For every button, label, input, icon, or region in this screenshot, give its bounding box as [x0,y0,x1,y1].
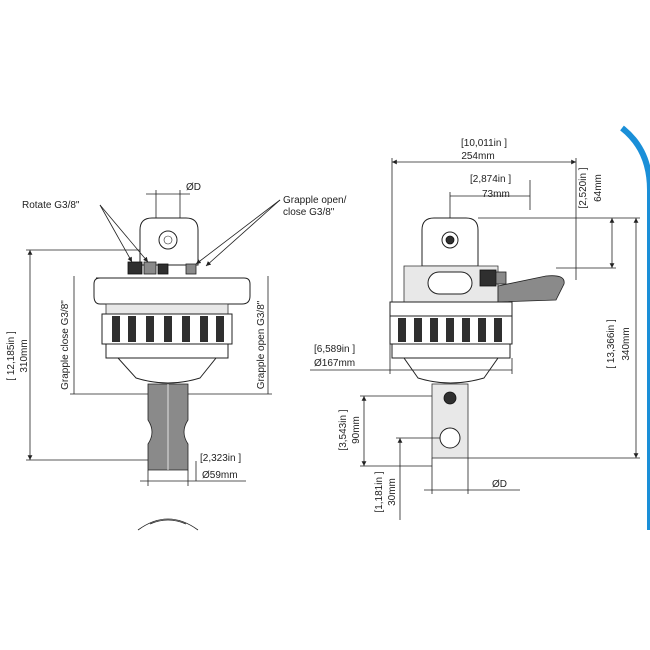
right-lower-bore [439,427,461,449]
left-fitting-1 [127,261,143,275]
right-upper-bore [443,391,457,405]
right-total-height-in: [ 13,366in ] [606,319,617,369]
right-top-offset-mm: 73mm [482,189,510,200]
right-width-in: [10,011in ] [461,138,507,149]
left-grapple-close-label: Grapple close G3/8" [60,300,71,390]
right-bore-offset-mm: 30mm [387,478,398,506]
left-diameter-d: ØD [186,182,201,193]
right-flange-dia-mm: Ø167mm [314,358,355,369]
left-bottom-partial [137,518,199,531]
right-hose-fitting [479,269,497,287]
left-shaft-dia-mm: Ø59mm [202,470,238,481]
left-rotor-top [105,303,229,315]
left-shaft-dia-in: [2,323in ] [200,453,241,464]
right-rotor-ribs [398,318,502,342]
left-open-close-label-1: Grapple open/ [283,195,347,206]
right-shaft-len-mm: 90mm [351,416,362,444]
left-rotor-cone [116,357,218,384]
left-open-close-label-2: close G3/8" [283,207,335,218]
left-height-mm: 310mm [19,339,30,372]
right-slot [427,271,473,295]
right-top-height-mm: 64mm [593,174,604,202]
left-rotor-bottom [105,343,229,359]
left-rotor-ribs [112,316,224,342]
left-cap-bore-inner [163,235,173,245]
right-top-height-in: [2,520in ] [578,167,589,208]
left-fitting-2 [143,261,157,275]
right-flange-dia-in: [6,589in ] [314,344,355,355]
left-flange [93,277,251,305]
right-rotor-bottom [391,343,511,359]
left-rotate-label: Rotate G3/8" [22,200,80,211]
left-fitting-3 [157,263,169,275]
right-diameter-d: ØD [492,479,507,490]
left-height-in: [ 12,185in ] [6,331,17,381]
right-arm [497,275,565,303]
right-rotor-cone [403,357,499,384]
right-view: [10,011in ] 254mm [2,874in ] 73mm [2,520… [310,138,640,520]
left-grapple-open-label: Grapple open G3/8" [256,300,267,389]
left-fitting-4 [185,263,197,275]
left-view: [ 12,185in ] 310mm Grapple close G3/8" G… [6,182,347,531]
right-bore-offset-in: [1,181in ] [374,471,385,512]
right-total-height-mm: 340mm [621,327,632,360]
right-top-offset-in: [2,874in ] [470,174,511,185]
right-width-mm: 254mm [461,151,494,162]
right-flange [389,301,513,317]
right-shaft-len-in: [3,543in ] [338,409,349,450]
